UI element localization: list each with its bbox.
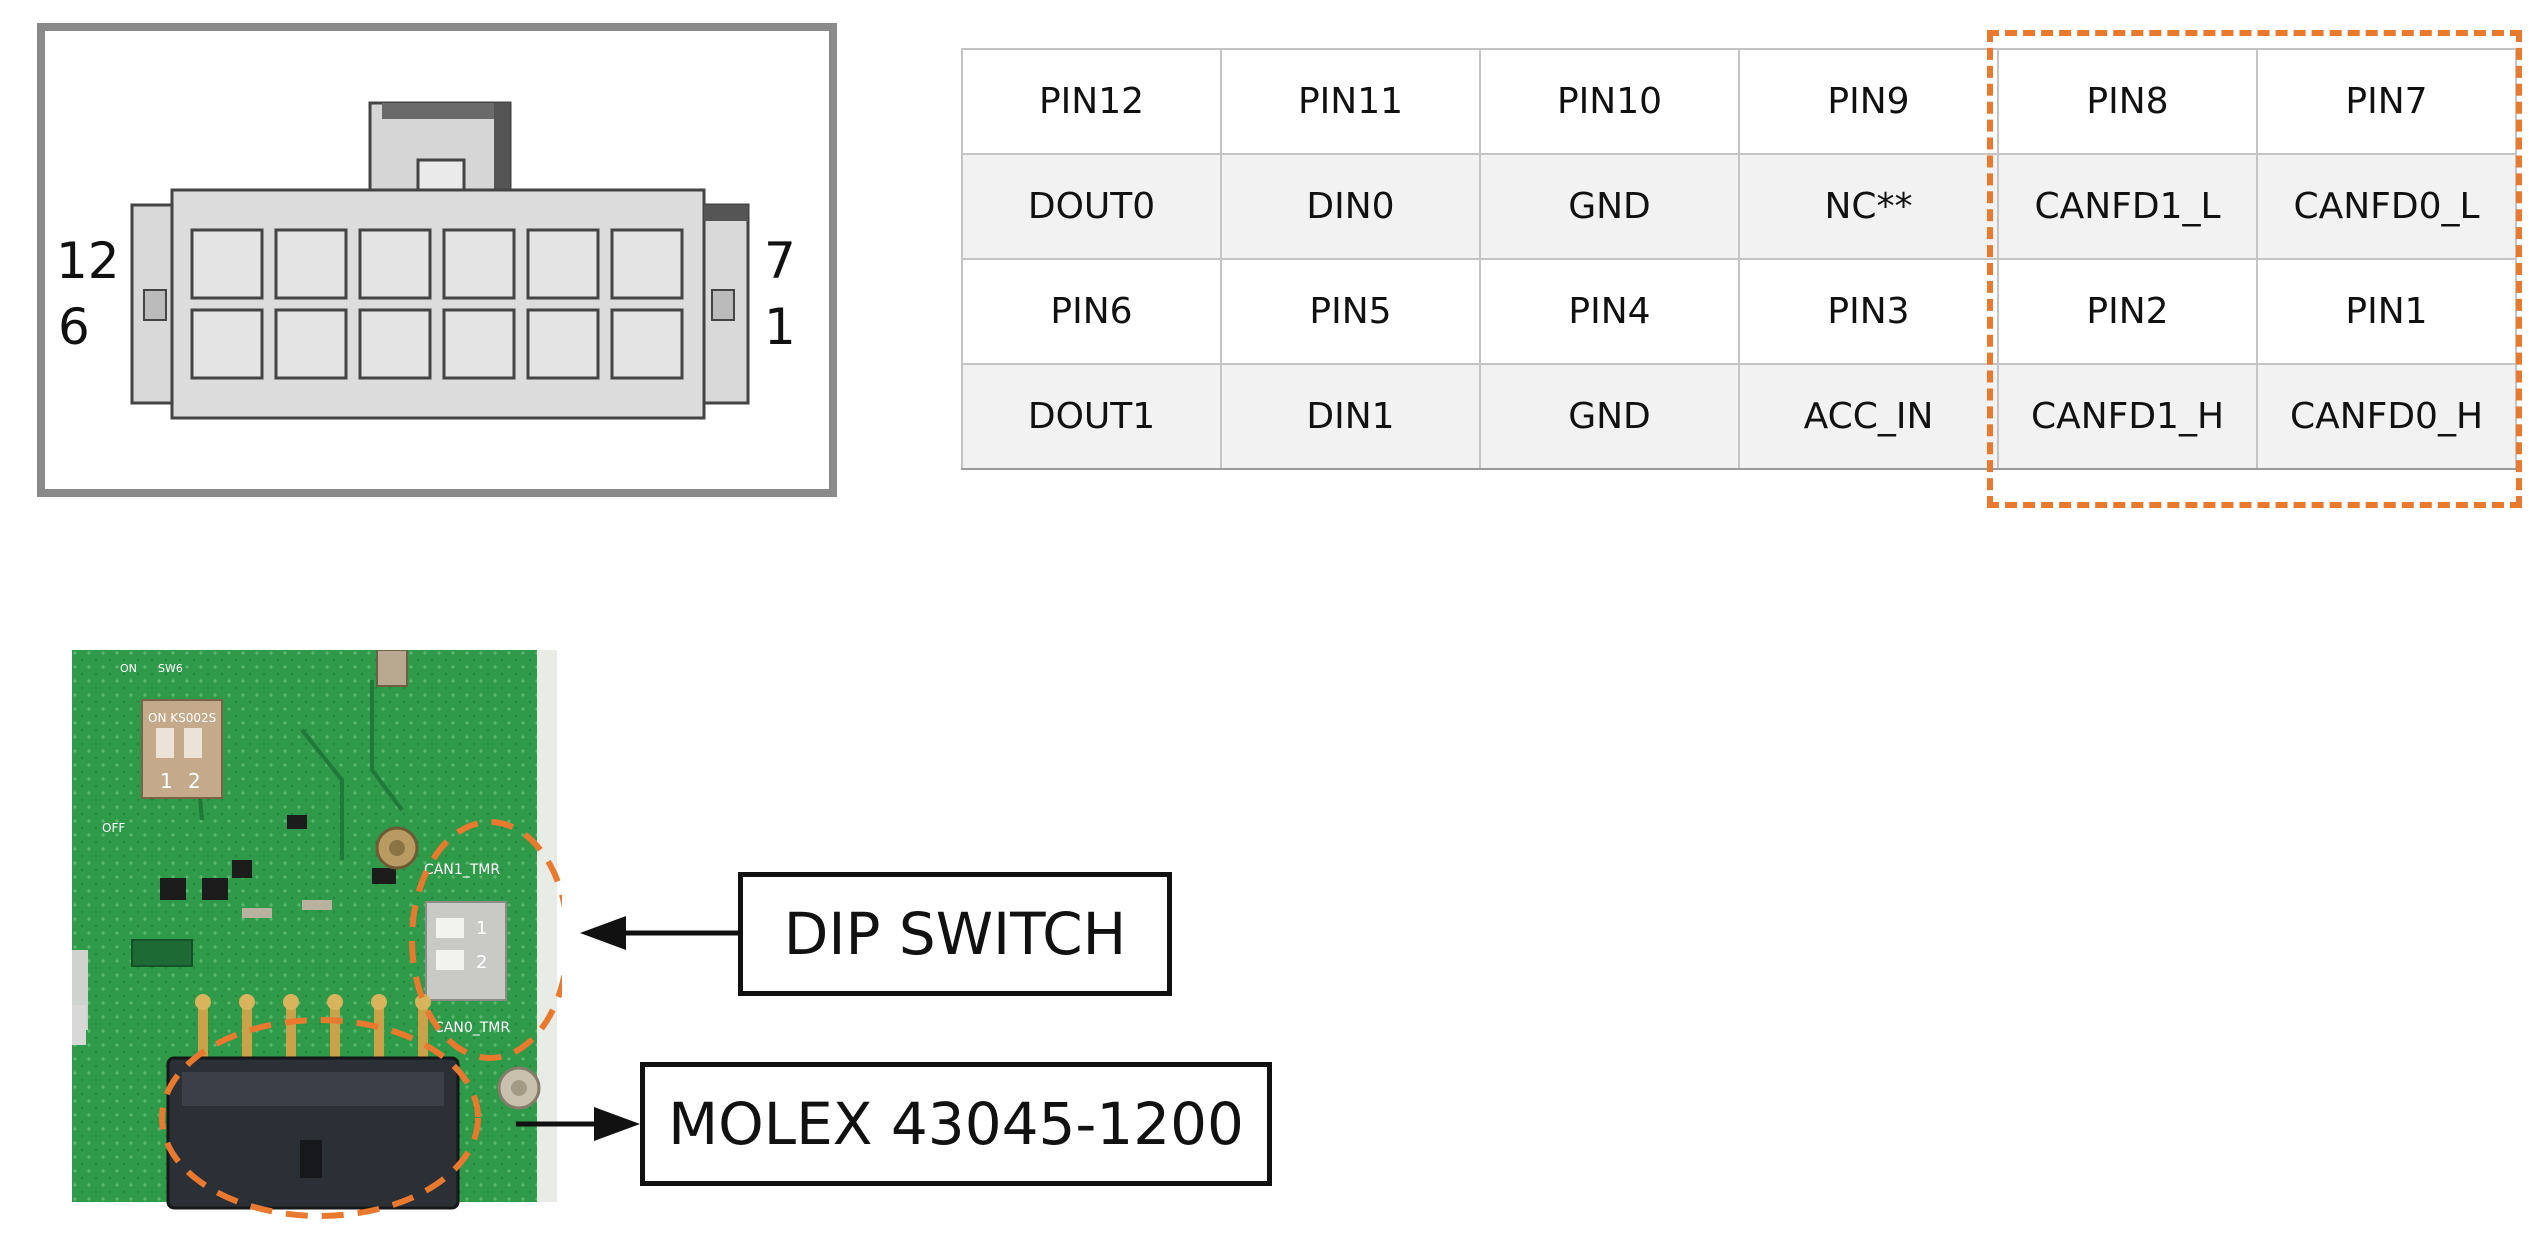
table-cell: CANFD0_L <box>2256 153 2517 260</box>
dip1-num-2: 2 <box>188 769 201 793</box>
pin-cavity <box>610 228 684 300</box>
dip-switch-highlight <box>409 819 562 1061</box>
table-cell: PIN7 <box>2256 48 2517 155</box>
pinout-table: PIN12 PIN11 PIN10 PIN9 PIN8 PIN7 DOUT0 D… <box>961 48 2517 470</box>
pin-label-7: 7 <box>764 232 796 290</box>
can-pins-highlight <box>1987 30 2522 508</box>
table-cell: GND <box>1479 153 1740 260</box>
table-cell: PIN10 <box>1479 48 1740 155</box>
table-row: PIN6 PIN5 PIN4 PIN3 PIN2 PIN1 <box>961 258 2517 365</box>
table-cell: NC** <box>1738 153 1999 260</box>
pin-cavity <box>358 228 432 300</box>
board-photo: 1 2 ON KS002S ON SW6 OFF 1 2 CAN1_TMR CA… <box>72 650 562 1219</box>
table-cell: DIN0 <box>1220 153 1481 260</box>
table-cell: PIN4 <box>1479 258 1740 365</box>
table-cell: PIN5 <box>1220 258 1481 365</box>
dip-switch-callout: DIP SWITCH <box>738 872 1172 996</box>
left-side-notch <box>143 289 167 321</box>
pin-cavity <box>358 308 432 380</box>
molex-arrow-head <box>594 1107 640 1141</box>
pin-cavity <box>190 308 264 380</box>
table-cell: DOUT1 <box>961 363 1222 470</box>
table-cell: PIN6 <box>961 258 1222 365</box>
table-cell: PIN1 <box>2256 258 2517 365</box>
dip2-num-2: 2 <box>476 952 487 973</box>
pin-cavity <box>442 228 516 300</box>
connector-diagram <box>130 101 750 420</box>
pin-cavity <box>442 308 516 380</box>
dip-arrow-head <box>580 916 626 950</box>
molex-callout: MOLEX 43045-1200 <box>640 1062 1272 1186</box>
table-row: DOUT0 DIN0 GND NC** CANFD1_L CANFD0_L <box>961 153 2517 260</box>
table-cell: CANFD0_H <box>2256 363 2517 470</box>
dip-switch-left: 1 2 ON KS002S <box>141 699 223 799</box>
right-side-shade <box>704 205 748 221</box>
silk-can0: CAN0_TMR <box>434 1020 510 1036</box>
table-row: DOUT1 DIN1 GND ACC_IN CANFD1_H CANFD0_H <box>961 363 2517 470</box>
dip1-silk: ON KS002S <box>148 711 216 725</box>
molex-highlight <box>159 1017 481 1219</box>
table-cell: PIN12 <box>961 48 1222 155</box>
pin-cavity <box>526 228 600 300</box>
pin-label-1: 1 <box>764 298 796 356</box>
pin-label-12: 12 <box>56 232 120 290</box>
dip-switch-right: 1 2 <box>425 901 507 1001</box>
silk-sw6: SW6 <box>158 662 183 675</box>
silk-off: OFF <box>102 821 125 835</box>
table-cell: GND <box>1479 363 1740 470</box>
pin-cavity <box>610 308 684 380</box>
table-cell: DIN1 <box>1220 363 1481 470</box>
right-side-notch <box>711 289 735 321</box>
table-cell: PIN8 <box>1997 48 2258 155</box>
pin-label-6: 6 <box>58 298 90 356</box>
table-cell: PIN2 <box>1997 258 2258 365</box>
pin-cavity <box>190 228 264 300</box>
table-cell: CANFD1_H <box>1997 363 2258 470</box>
table-cell: PIN3 <box>1738 258 1999 365</box>
connector-body <box>170 188 706 420</box>
pin-cavity <box>274 228 348 300</box>
silk-can1: CAN1_TMR <box>424 862 500 878</box>
dip2-num-1: 1 <box>476 918 487 939</box>
pcb-edge <box>537 650 557 1202</box>
table-row: PIN12 PIN11 PIN10 PIN9 PIN8 PIN7 <box>961 48 2517 155</box>
silk-on: ON <box>120 662 137 675</box>
table-cell: DOUT0 <box>961 153 1222 260</box>
pin-cavity <box>526 308 600 380</box>
table-cell: ACC_IN <box>1738 363 1999 470</box>
pin-cavity <box>274 308 348 380</box>
table-cell: PIN11 <box>1220 48 1481 155</box>
latch-side-shade <box>494 103 510 211</box>
table-cell: CANFD1_L <box>1997 153 2258 260</box>
dip1-num-1: 1 <box>160 769 173 793</box>
latch-top-shade <box>382 103 498 119</box>
table-cell: PIN9 <box>1738 48 1999 155</box>
